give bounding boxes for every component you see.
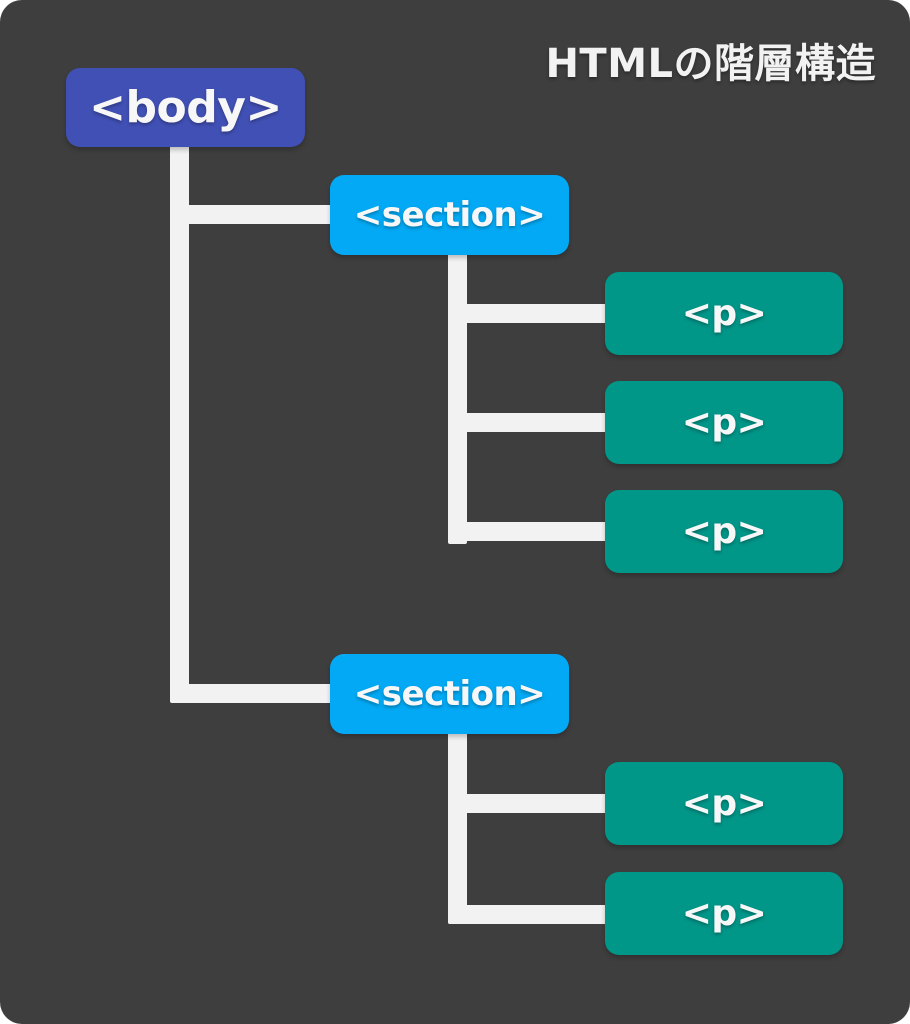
node-p-4[interactable]: <p> xyxy=(605,762,843,845)
node-p-2[interactable]: <p> xyxy=(605,381,843,464)
node-section-1-label: <section> xyxy=(353,195,546,235)
edge-section2-to-p5 xyxy=(448,905,618,924)
node-section-1[interactable]: <section> xyxy=(330,175,569,255)
node-p-5-label: <p> xyxy=(681,893,767,934)
node-p-1[interactable]: <p> xyxy=(605,272,843,355)
edge-body-to-section2 xyxy=(170,684,342,703)
edge-body-stem xyxy=(170,140,189,695)
node-body-label: <body> xyxy=(89,82,282,133)
edge-section1-to-p2 xyxy=(448,413,618,432)
node-section-2-label: <section> xyxy=(353,674,546,714)
node-body[interactable]: <body> xyxy=(66,68,305,147)
node-p-2-label: <p> xyxy=(681,402,767,443)
edge-section1-stem xyxy=(448,248,467,544)
node-p-3[interactable]: <p> xyxy=(605,490,843,573)
edge-section2-to-p4 xyxy=(448,794,618,813)
diagram-title: HTMLの階層構造 xyxy=(545,41,876,87)
edge-section2-stem xyxy=(448,727,467,924)
edge-section1-to-p3 xyxy=(448,522,618,541)
node-p-5[interactable]: <p> xyxy=(605,872,843,955)
node-p-3-label: <p> xyxy=(681,511,767,552)
node-section-2[interactable]: <section> xyxy=(330,654,569,734)
node-p-4-label: <p> xyxy=(681,783,767,824)
edge-body-to-section1 xyxy=(170,205,342,224)
node-p-1-label: <p> xyxy=(681,293,767,334)
edge-section1-to-p1 xyxy=(448,304,618,323)
